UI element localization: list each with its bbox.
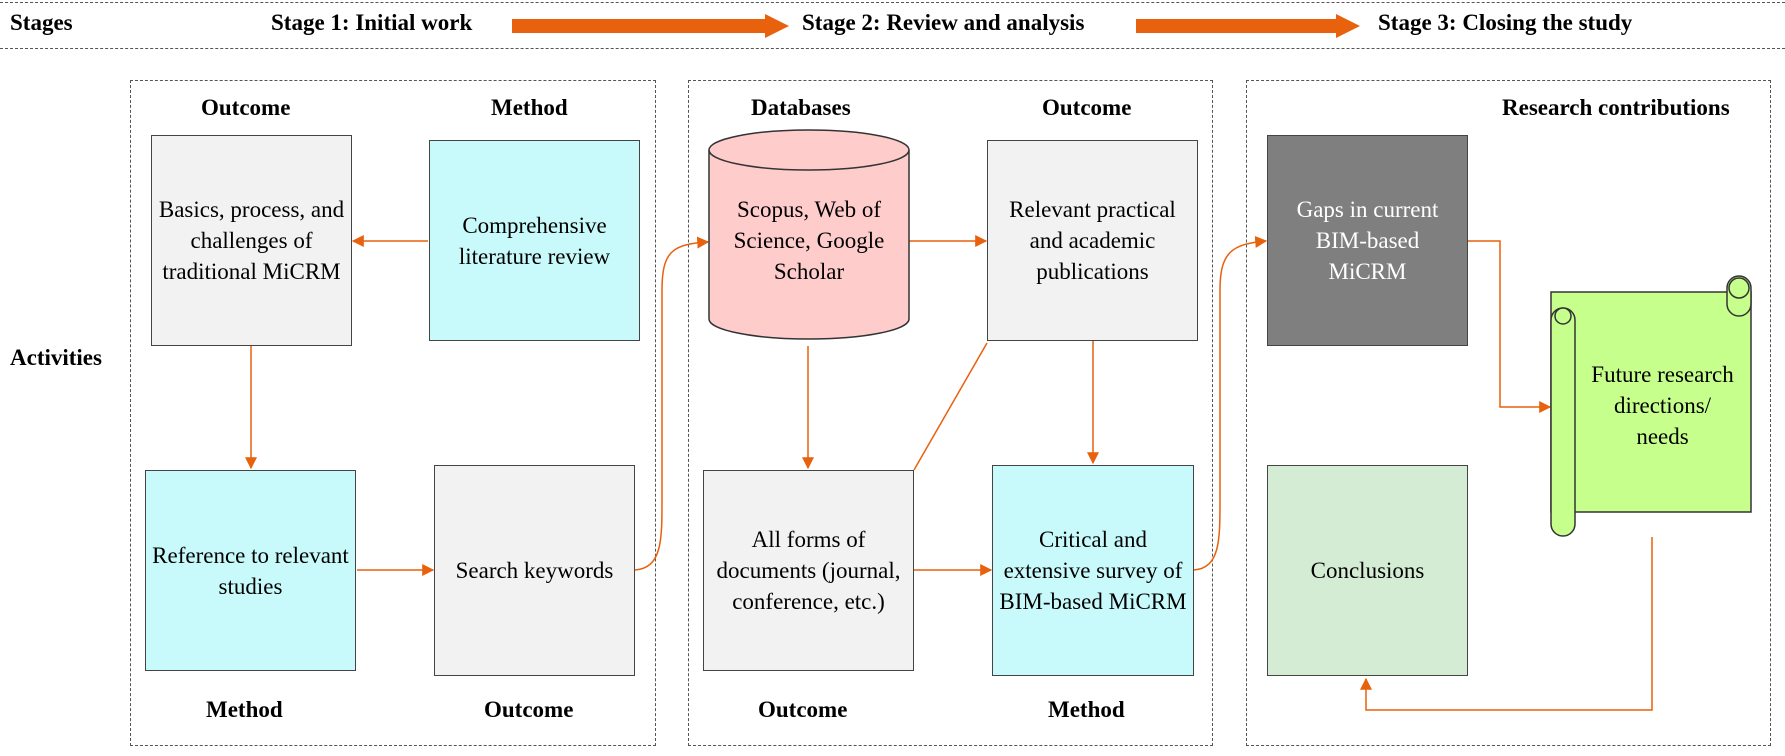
stage2-databases-label: Databases xyxy=(751,95,851,120)
stage-2-frame xyxy=(688,80,1213,746)
arrow-gaps-to-future xyxy=(1468,240,1552,413)
stage2-method-bottom-label: Method xyxy=(1048,697,1125,722)
research-contributions-label: Research contributions xyxy=(1502,95,1730,120)
header-bottom-divider xyxy=(0,48,1785,49)
publications-box: Relevant practical and academic publicat… xyxy=(987,140,1198,341)
activities-label: Activities xyxy=(10,345,102,370)
stage2-outcome-top-label: Outcome xyxy=(1042,95,1132,120)
reference-box: Reference to relevant studies xyxy=(145,470,356,671)
documents-box: All forms of documents (journal, confere… xyxy=(703,470,914,671)
database-text: Scopus, Web of Science, Google Scholar xyxy=(733,196,885,284)
future-scroll-shape xyxy=(1550,275,1752,537)
stage-1-label: Stage 1: Initial work xyxy=(271,10,473,35)
stage-arrow-1 xyxy=(512,14,789,38)
stage-arrow-2 xyxy=(1136,14,1360,38)
future-directions-text: Future research directions/ needs xyxy=(1591,361,1734,449)
conclusions-box: Conclusions xyxy=(1267,465,1468,676)
stage-2-label: Stage 2: Review and analysis xyxy=(802,10,1085,35)
header-top-divider xyxy=(0,2,1785,3)
stage1-method-top-label: Method xyxy=(491,95,568,120)
link-documents-to-publications xyxy=(913,342,988,471)
basics-box: Basics, process, and challenges of tradi… xyxy=(151,135,352,346)
arrow-keywords-to-databases xyxy=(634,236,710,571)
stage-1-frame xyxy=(130,80,656,746)
survey-box: Critical and extensive survey of BIM-bas… xyxy=(992,465,1194,676)
stage1-outcome-top-label: Outcome xyxy=(201,95,291,120)
arrow-survey-to-gaps xyxy=(1193,235,1268,571)
stage-3-label: Stage 3: Closing the study xyxy=(1378,10,1633,35)
literature-review-box: Comprehensive literature review xyxy=(429,140,640,341)
stage2-outcome-bottom-label: Outcome xyxy=(758,697,848,722)
stage-3-frame xyxy=(1246,80,1771,746)
search-keywords-box: Search keywords xyxy=(434,465,635,676)
arrow-future-to-conclusions xyxy=(1360,537,1653,711)
stage1-outcome-bottom-label: Outcome xyxy=(484,697,574,722)
gaps-box: Gaps in current BIM-based MiCRM xyxy=(1267,135,1468,346)
database-cylinder xyxy=(708,129,910,340)
stages-label: Stages xyxy=(10,10,73,35)
stage1-method-bottom-label: Method xyxy=(206,697,283,722)
